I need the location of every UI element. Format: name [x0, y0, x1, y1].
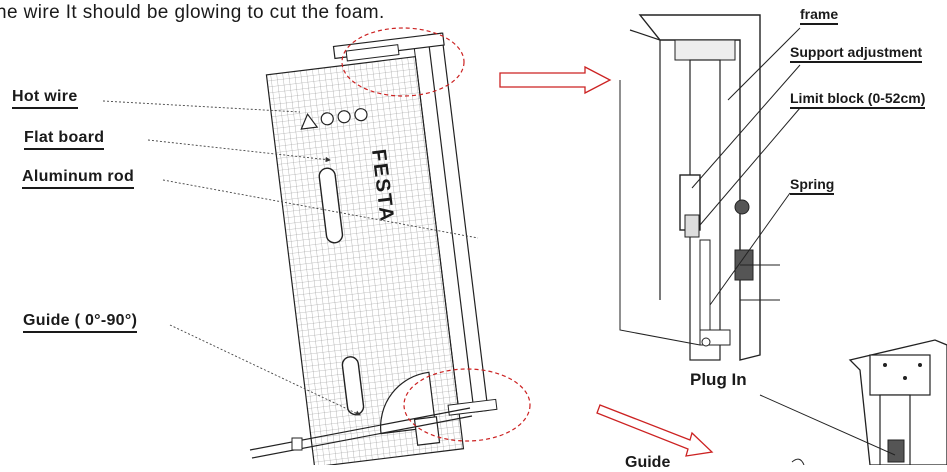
top-callout-ellipse: [341, 27, 465, 97]
leader-flat-board: [147, 139, 331, 163]
top-clamp: [345, 44, 400, 62]
label-spring: Spring: [790, 176, 835, 195]
caption-text: he wire It should be glowing to cut the …: [0, 2, 385, 23]
label-flat-board: Flat board: [24, 129, 105, 150]
frame-detail-view: [619, 14, 780, 361]
guide-rod: [249, 407, 473, 459]
base-block: [413, 416, 441, 446]
leader-support: [691, 64, 801, 189]
label-aluminum-rod: Aluminum rod: [22, 168, 135, 189]
guide-curve: [791, 458, 805, 465]
plug-detail-view: [848, 339, 947, 465]
leader-plug-in: [759, 394, 896, 456]
leader-hot-wire: [102, 100, 301, 113]
label-hot-wire: Hot wire: [12, 88, 78, 109]
label-support-adjustment: Support adjustment: [790, 44, 923, 63]
leader-guide: [169, 324, 361, 416]
top-callout-arrow: [499, 65, 612, 95]
bottom-clamp: [447, 398, 498, 416]
leader-limit: [699, 107, 801, 226]
label-guide-angle: Guide ( 0°-90°): [23, 312, 138, 333]
hot-wire-line: [413, 48, 460, 414]
warning-icon: [300, 112, 319, 130]
bottom-callout-arrow: [596, 404, 714, 457]
leader-spring: [709, 192, 791, 306]
label-plug-in: Plug In: [690, 370, 747, 389]
bottom-callout-ellipse: [403, 368, 531, 442]
board-slot-top: [318, 167, 344, 244]
cutter-assembly: [265, 32, 498, 465]
leader-frame: [727, 27, 801, 101]
leader-aluminum-rod: [162, 179, 479, 239]
limit-block-part: [684, 214, 700, 238]
knob: [734, 199, 750, 215]
power-icon: [354, 108, 368, 122]
prohibit-icon: [337, 110, 351, 124]
label-frame: frame: [800, 6, 839, 25]
label-limit-block: Limit block (0-52cm): [790, 90, 926, 109]
label-guide: Guide: [625, 454, 671, 471]
info-icon: [320, 112, 334, 126]
